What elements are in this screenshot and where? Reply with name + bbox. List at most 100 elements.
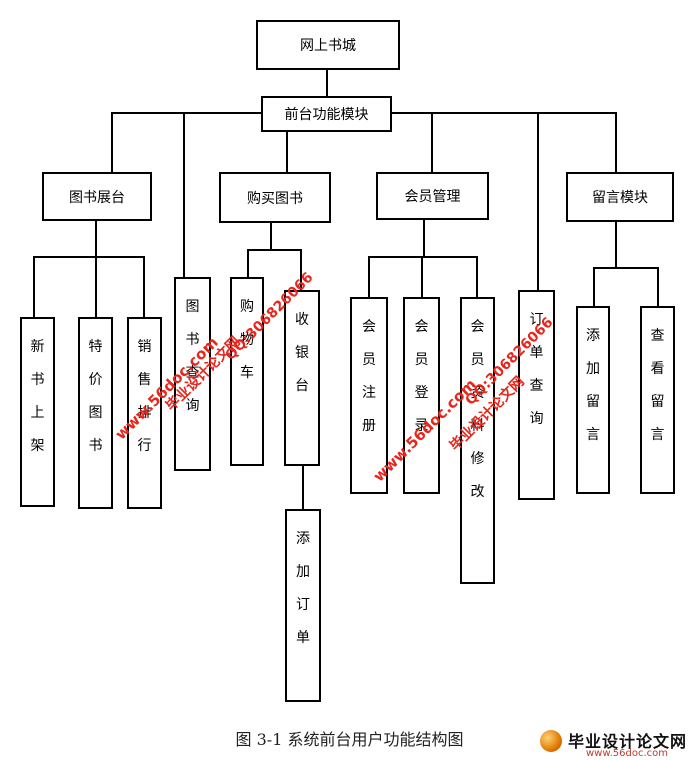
leaf-add-order: 添加订单 <box>285 509 321 702</box>
leaf-char: 看 <box>650 361 665 377</box>
connector <box>657 267 659 307</box>
frontend-module-node: 前台功能模块 <box>261 96 392 132</box>
connector <box>537 112 617 114</box>
leaf-char: 上 <box>30 405 45 421</box>
figure-caption: 图 3-1 系统前台用户功能结构图 <box>235 730 464 749</box>
leaf-char: 架 <box>30 438 45 454</box>
connector <box>95 256 97 318</box>
leaf-char: 查 <box>650 328 665 344</box>
connector <box>95 220 97 256</box>
leaf-char: 加 <box>296 564 310 580</box>
connector <box>302 465 304 510</box>
connector <box>33 256 35 318</box>
leaf-book-query: 图书查询 <box>174 277 211 471</box>
leaf-cashier: 收银台 <box>284 290 320 466</box>
leaf-char: 订 <box>529 312 544 328</box>
leaf-login: 会员登录 <box>403 297 440 494</box>
leaf-char: 注 <box>362 385 376 401</box>
leaf-char: 询 <box>185 398 200 414</box>
leaf-char: 收 <box>295 312 309 328</box>
connector <box>368 256 478 258</box>
category-message: 留言模块 <box>566 172 674 222</box>
leaf-char: 加 <box>586 361 600 377</box>
leaf-char: 车 <box>240 365 254 381</box>
category-member: 会员管理 <box>376 172 489 220</box>
connector <box>537 112 539 291</box>
connector <box>431 112 433 172</box>
root-node: 网上书城 <box>256 20 400 70</box>
leaf-char: 会 <box>470 319 485 335</box>
leaf-order-query: 订单查询 <box>518 290 555 500</box>
leaf-char: 书 <box>88 438 103 454</box>
connector <box>111 112 113 172</box>
leaf-sales-rank: 销售排行 <box>127 317 162 509</box>
leaf-add-message: 添加留言 <box>576 306 610 494</box>
leaf-char: 排 <box>137 405 152 421</box>
leaf-char: 台 <box>295 378 309 394</box>
leaf-char: 价 <box>88 372 103 388</box>
leaf-char: 添 <box>296 531 310 547</box>
logo-name: 毕业设计论文网 <box>568 732 688 751</box>
leaf-char: 销 <box>137 339 152 355</box>
connector <box>300 249 302 291</box>
leaf-char: 新 <box>30 339 45 355</box>
leaf-char: 员 <box>362 352 376 368</box>
connector <box>476 256 478 298</box>
site-logo: 毕业设计论文网 www.56doc.com <box>540 728 695 760</box>
leaf-char: 册 <box>362 418 376 434</box>
leaf-char: 查 <box>185 365 200 381</box>
leaf-char: 特 <box>88 339 103 355</box>
leaf-char: 询 <box>529 411 544 427</box>
leaf-char: 书 <box>185 332 200 348</box>
leaf-char: 银 <box>295 345 309 361</box>
connector <box>615 221 617 268</box>
connector <box>247 249 302 251</box>
leaf-char: 图 <box>88 405 103 421</box>
leaf-char: 录 <box>414 418 429 434</box>
leaf-char: 留 <box>586 394 600 410</box>
leaf-char: 改 <box>470 484 485 500</box>
connector <box>421 256 423 298</box>
connector <box>326 70 328 98</box>
leaf-char: 行 <box>137 438 152 454</box>
leaf-char: 修 <box>470 451 485 467</box>
leaf-char: 订 <box>296 597 310 613</box>
leaf-char: 书 <box>30 372 45 388</box>
leaf-char: 物 <box>240 332 254 348</box>
leaf-char: 查 <box>529 378 544 394</box>
leaf-char: 料 <box>470 418 485 434</box>
connector <box>286 112 288 172</box>
leaf-char: 添 <box>586 328 600 344</box>
leaf-char: 员 <box>414 352 429 368</box>
category-buy: 购买图书 <box>219 172 331 223</box>
leaf-profile-edit: 会员资料修改 <box>460 297 495 584</box>
connector <box>593 267 659 269</box>
connector <box>183 112 185 278</box>
leaf-view-message: 查看留言 <box>640 306 675 494</box>
leaf-char: 会 <box>414 319 429 335</box>
connector <box>423 219 425 257</box>
connector <box>143 256 145 318</box>
logo-url: www.56doc.com <box>586 748 669 759</box>
leaf-register: 会员注册 <box>350 297 388 494</box>
leaf-special-books: 特价图书 <box>78 317 113 509</box>
leaf-char: 言 <box>650 427 665 443</box>
leaf-char: 单 <box>529 345 544 361</box>
leaf-char: 图 <box>185 299 200 315</box>
connector <box>270 222 272 250</box>
logo-ball-icon <box>540 730 562 752</box>
connector <box>593 267 595 307</box>
leaf-new-books: 新书上架 <box>20 317 55 507</box>
leaf-char: 会 <box>362 319 376 335</box>
leaf-cart: 购物车 <box>230 277 264 466</box>
leaf-char: 员 <box>470 352 485 368</box>
connector <box>247 249 249 279</box>
leaf-char: 资 <box>470 385 485 401</box>
connector <box>368 256 370 298</box>
leaf-char: 言 <box>586 427 600 443</box>
category-books: 图书展台 <box>42 172 152 221</box>
leaf-char: 售 <box>137 372 152 388</box>
leaf-char: 单 <box>296 630 310 646</box>
connector <box>615 112 617 172</box>
leaf-char: 登 <box>414 385 429 401</box>
